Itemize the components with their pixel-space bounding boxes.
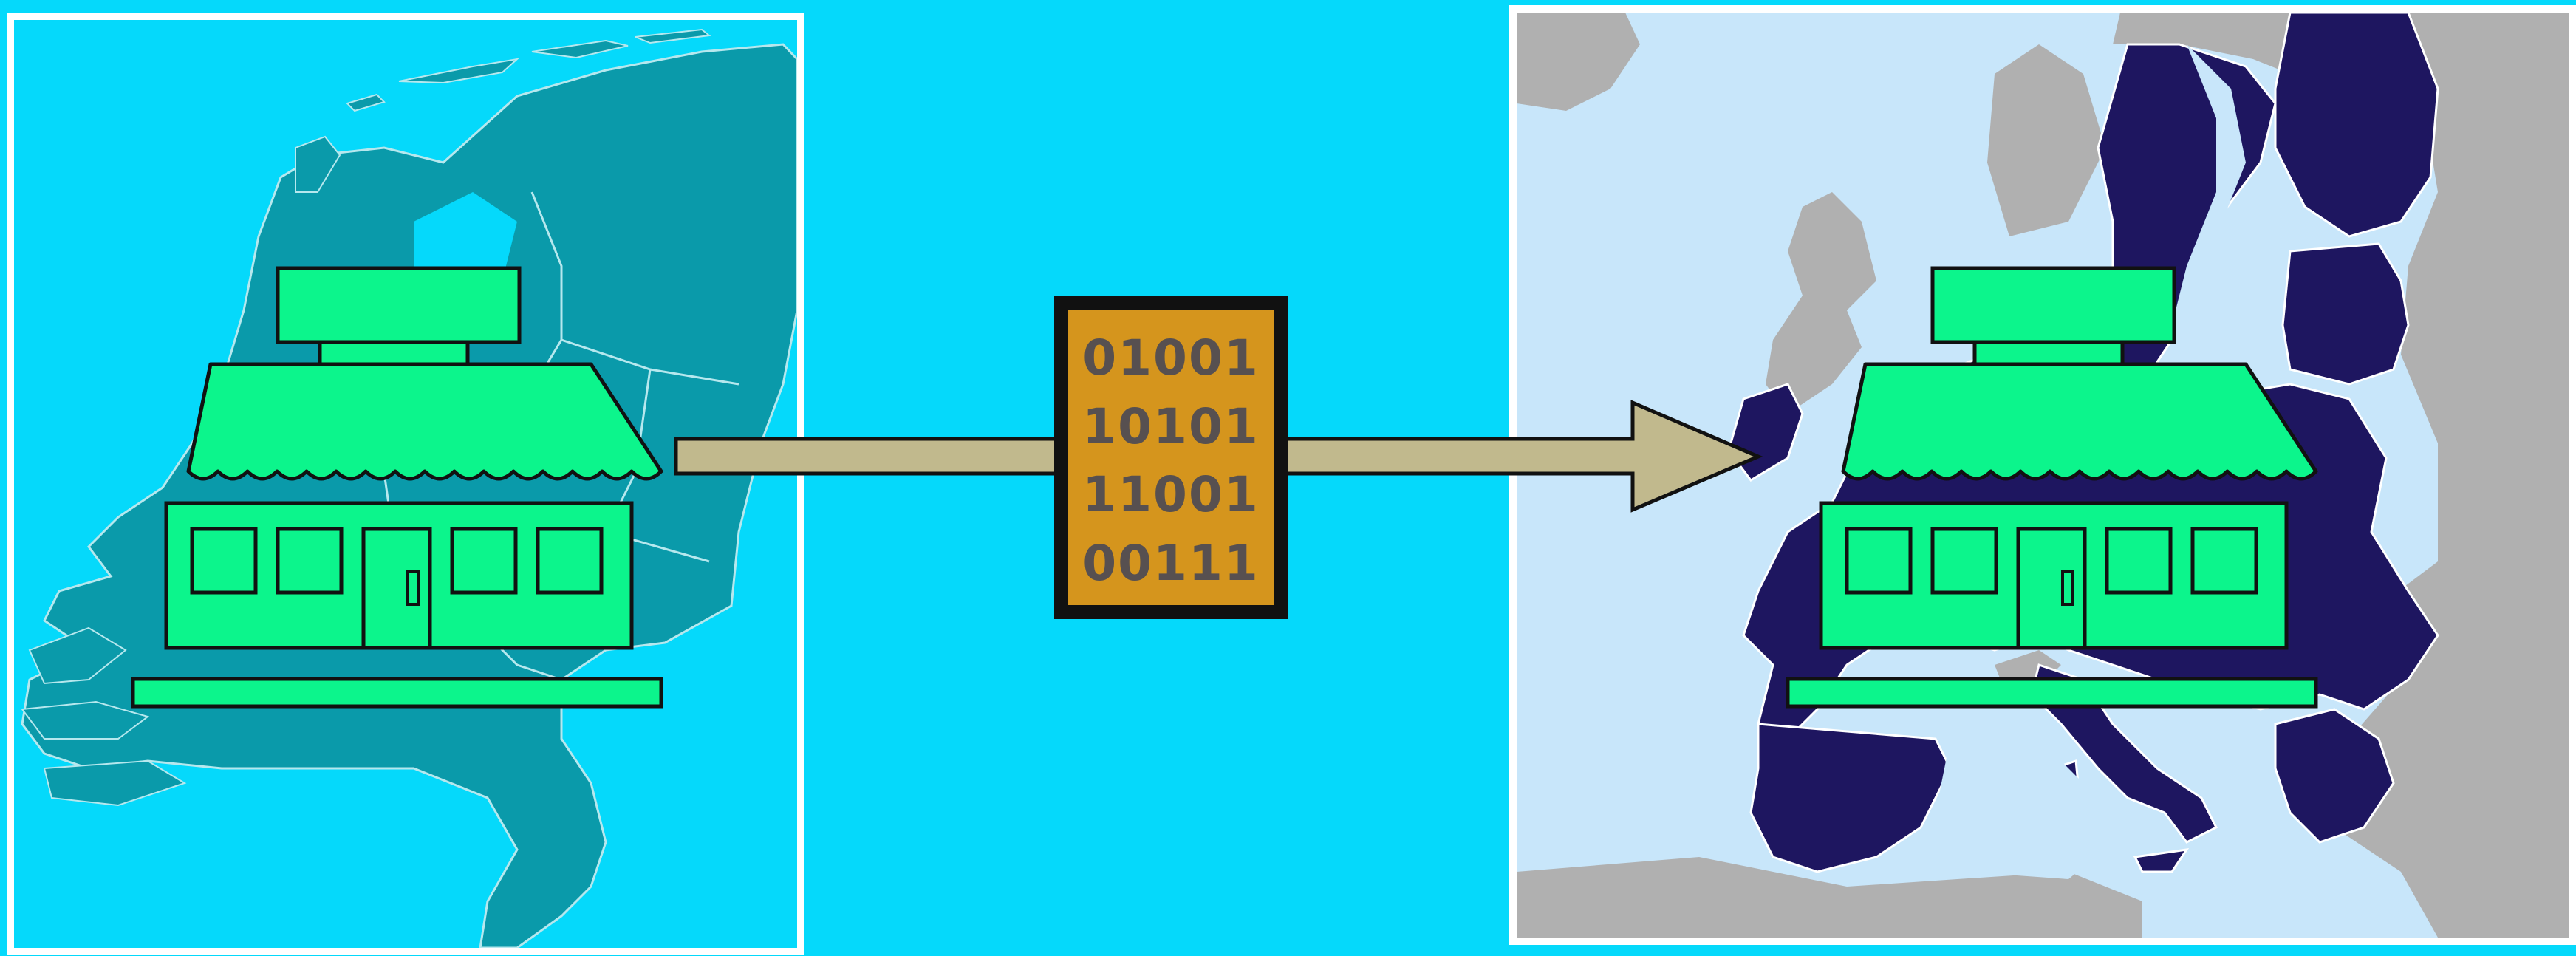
mediterranean-sea [1936, 739, 2113, 879]
binary-line-1: 01001 [1082, 330, 1260, 386]
binary-line-2: 10101 [1082, 398, 1260, 455]
binary-line-4: 00111 [1082, 535, 1260, 592]
binary-data-icon: 01001 10101 11001 00111 [1054, 296, 1288, 619]
binary-line-3: 11001 [1082, 466, 1260, 523]
baltic-sea [2172, 44, 2275, 384]
netherlands-map-panel [7, 13, 804, 955]
non-eu-countries [1517, 13, 2569, 938]
